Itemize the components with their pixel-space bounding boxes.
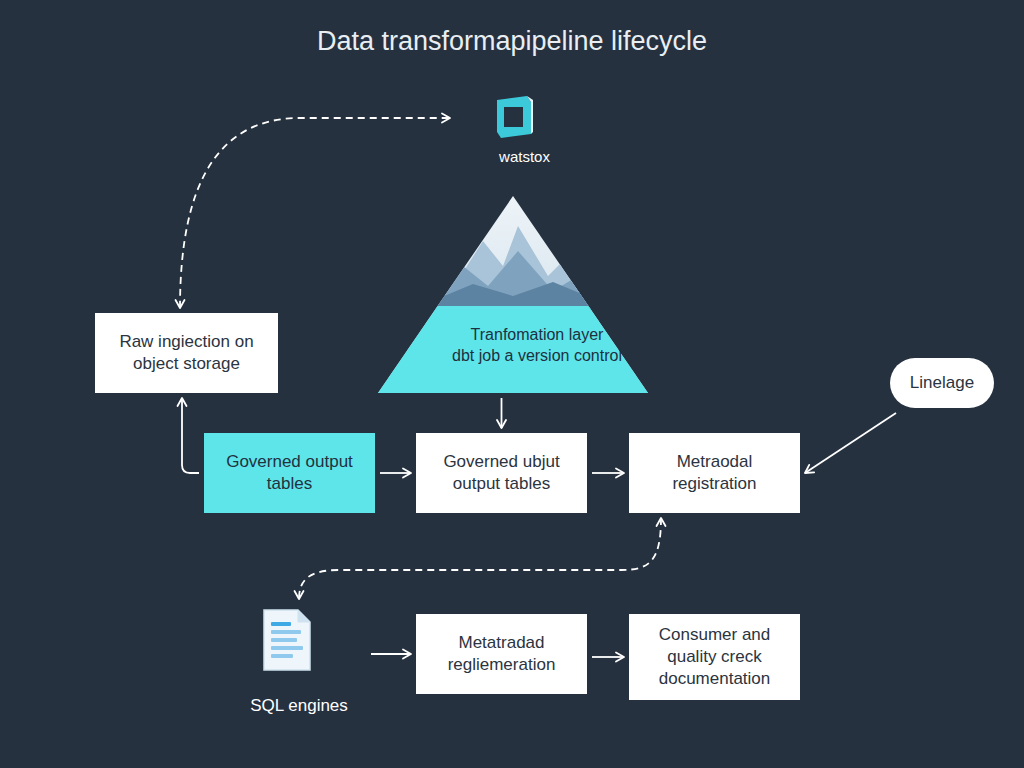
highlight-box: Governed output tables xyxy=(204,433,375,513)
node-text: Metraodal registration xyxy=(641,451,788,495)
process-box: Raw ingiection on object storage xyxy=(95,313,278,393)
node-text: Governed ubjut output tables xyxy=(428,451,575,495)
connector xyxy=(371,653,411,655)
text-group: Tranfomation layerdbt job a version cont… xyxy=(378,324,696,366)
logo-icon xyxy=(489,94,535,140)
logo-node: watstox xyxy=(455,80,594,170)
document-line xyxy=(271,646,303,650)
connector xyxy=(380,472,411,474)
document-line xyxy=(271,630,301,634)
connector xyxy=(180,118,450,308)
document-sheet xyxy=(264,610,310,670)
node-text: watstox xyxy=(455,148,594,165)
connector xyxy=(592,472,624,474)
process-box: Metatradad regliemeration xyxy=(416,614,587,694)
logo-face xyxy=(497,96,531,138)
document-line xyxy=(271,638,297,642)
node-text: Governed output tables xyxy=(216,451,363,495)
pyramid-node: Tranfomation layerdbt job a version cont… xyxy=(378,196,696,393)
document-icon xyxy=(260,608,314,672)
logo-hole xyxy=(504,107,523,127)
node-text: Metatradad regliemeration xyxy=(428,632,575,676)
connector xyxy=(592,656,624,658)
node-text: dbt job a version control xyxy=(378,345,696,366)
connector xyxy=(805,413,896,473)
document-node: SQL engines xyxy=(232,604,366,722)
document-line xyxy=(271,654,293,658)
node-text: Raw ingiection on object storage xyxy=(107,331,266,375)
node-text: SQL engines xyxy=(232,696,366,716)
connector xyxy=(299,518,661,599)
logo-side xyxy=(527,96,533,134)
process-box: Metraodal registration xyxy=(629,433,800,513)
node-text: Tranfomation layer xyxy=(378,324,696,345)
connector xyxy=(182,398,199,473)
node-text: Consumer and quality creck documentation xyxy=(641,624,788,690)
process-box: Governed ubjut output tables xyxy=(416,433,587,513)
node-text: Linelage xyxy=(910,372,974,394)
document-line xyxy=(271,622,291,626)
connector xyxy=(501,398,503,428)
document-fold xyxy=(298,610,310,622)
process-box: Consumer and quality creck documentation xyxy=(629,614,800,700)
diagram-title: Data transformapipeline lifecycle xyxy=(0,26,1024,57)
pill-node: Linelage xyxy=(890,358,994,408)
